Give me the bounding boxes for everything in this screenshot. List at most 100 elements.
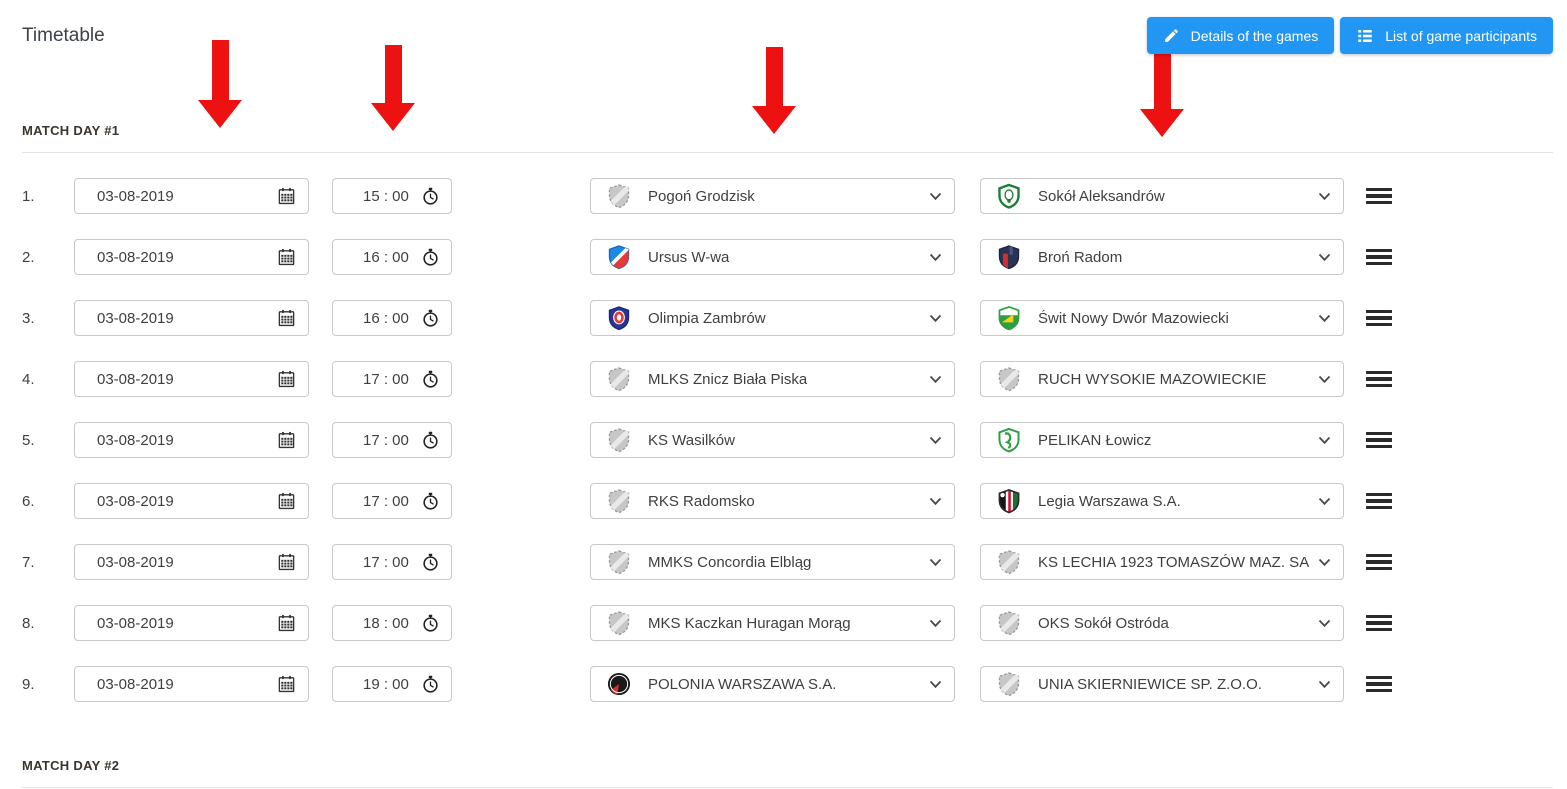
calendar-icon[interactable] bbox=[277, 492, 296, 511]
calendar-icon[interactable] bbox=[277, 614, 296, 633]
chevron-down-icon bbox=[1310, 680, 1331, 689]
away-team-select[interactable]: Świt Nowy Dwór Mazowiecki bbox=[980, 300, 1344, 336]
away-team-select[interactable]: OKS Sokół Ostróda bbox=[980, 605, 1344, 641]
clock-icon[interactable] bbox=[421, 370, 440, 389]
chevron-down-icon bbox=[921, 558, 942, 567]
clock-icon[interactable] bbox=[421, 614, 440, 633]
club-crest-icon bbox=[996, 244, 1022, 270]
home-team-select[interactable]: POLONIA WARSZAWA S.A. bbox=[590, 666, 955, 702]
time-value: 16 : 00 bbox=[363, 248, 409, 266]
away-team-select[interactable]: Broń Radom bbox=[980, 239, 1344, 275]
clock-icon[interactable] bbox=[421, 248, 440, 267]
match-number: 9. bbox=[22, 675, 35, 693]
club-crest-icon bbox=[606, 488, 632, 514]
time-input[interactable]: 16 : 00 bbox=[332, 300, 452, 336]
pencil-icon bbox=[1163, 27, 1180, 44]
clock-icon[interactable] bbox=[421, 431, 440, 450]
home-team-select[interactable]: MMKS Concordia Elbląg bbox=[590, 544, 955, 580]
date-input[interactable]: 03-08-2019 bbox=[74, 666, 309, 702]
time-value: 16 : 00 bbox=[363, 309, 409, 327]
drag-handle-icon[interactable] bbox=[1366, 249, 1392, 265]
team-name: MMKS Concordia Elbląg bbox=[648, 553, 812, 571]
date-input[interactable]: 03-08-2019 bbox=[74, 178, 309, 214]
list-of-participants-label: List of game participants bbox=[1385, 27, 1537, 44]
date-value: 03-08-2019 bbox=[97, 553, 174, 571]
team-name: UNIA SKIERNIEWICE SP. Z.O.O. bbox=[1038, 675, 1262, 693]
date-input[interactable]: 03-08-2019 bbox=[74, 483, 309, 519]
away-team-select[interactable]: KS LECHIA 1923 TOMASZÓW MAZ. SA bbox=[980, 544, 1344, 580]
away-team-select[interactable]: PELIKAN Łowicz bbox=[980, 422, 1344, 458]
drag-handle-icon[interactable] bbox=[1366, 493, 1392, 509]
date-value: 03-08-2019 bbox=[97, 492, 174, 510]
match-number: 4. bbox=[22, 370, 35, 388]
home-team-select[interactable]: Ursus W-wa bbox=[590, 239, 955, 275]
away-team-select[interactable]: Sokół Aleksandrów bbox=[980, 178, 1344, 214]
time-value: 18 : 00 bbox=[363, 614, 409, 632]
date-input[interactable]: 03-08-2019 bbox=[74, 544, 309, 580]
time-input[interactable]: 17 : 00 bbox=[332, 361, 452, 397]
club-crest-icon bbox=[996, 366, 1022, 392]
date-input[interactable]: 03-08-2019 bbox=[74, 239, 309, 275]
time-input[interactable]: 17 : 00 bbox=[332, 422, 452, 458]
team-name: Pogoń Grodzisk bbox=[648, 187, 755, 205]
list-of-participants-button[interactable]: List of game participants bbox=[1340, 17, 1553, 54]
calendar-icon[interactable] bbox=[277, 431, 296, 450]
date-input[interactable]: 03-08-2019 bbox=[74, 361, 309, 397]
chevron-down-icon bbox=[1310, 497, 1331, 506]
team-name: Ursus W-wa bbox=[648, 248, 730, 266]
home-team-select[interactable]: Pogoń Grodzisk bbox=[590, 178, 955, 214]
date-value: 03-08-2019 bbox=[97, 248, 174, 266]
club-crest-icon bbox=[996, 183, 1022, 209]
home-team-select[interactable]: RKS Radomsko bbox=[590, 483, 955, 519]
clock-icon[interactable] bbox=[421, 675, 440, 694]
away-team-select[interactable]: RUCH WYSOKIE MAZOWIECKIE bbox=[980, 361, 1344, 397]
drag-handle-icon[interactable] bbox=[1366, 554, 1392, 570]
calendar-icon[interactable] bbox=[277, 248, 296, 267]
club-crest-icon bbox=[606, 183, 632, 209]
time-value: 17 : 00 bbox=[363, 492, 409, 510]
time-input[interactable]: 17 : 00 bbox=[332, 483, 452, 519]
club-crest-icon bbox=[996, 549, 1022, 575]
calendar-icon[interactable] bbox=[277, 309, 296, 328]
clock-icon[interactable] bbox=[421, 553, 440, 572]
clock-icon[interactable] bbox=[421, 492, 440, 511]
details-of-games-button[interactable]: Details of the games bbox=[1146, 17, 1335, 54]
away-team-select[interactable]: UNIA SKIERNIEWICE SP. Z.O.O. bbox=[980, 666, 1344, 702]
match-number: 3. bbox=[22, 309, 35, 327]
clock-icon[interactable] bbox=[421, 309, 440, 328]
time-input[interactable]: 17 : 00 bbox=[332, 544, 452, 580]
home-team-select[interactable]: MLKS Znicz Biała Piska bbox=[590, 361, 955, 397]
calendar-icon[interactable] bbox=[277, 675, 296, 694]
drag-handle-icon[interactable] bbox=[1366, 615, 1392, 631]
drag-handle-icon[interactable] bbox=[1366, 676, 1392, 692]
calendar-icon[interactable] bbox=[277, 553, 296, 572]
home-team-select[interactable]: KS Wasilków bbox=[590, 422, 955, 458]
clock-icon[interactable] bbox=[421, 187, 440, 206]
home-team-select[interactable]: MKS Kaczkan Huragan Morąg bbox=[590, 605, 955, 641]
time-input[interactable]: 15 : 00 bbox=[332, 178, 452, 214]
drag-handle-icon[interactable] bbox=[1366, 371, 1392, 387]
drag-handle-icon[interactable] bbox=[1366, 188, 1392, 204]
date-input[interactable]: 03-08-2019 bbox=[74, 605, 309, 641]
club-crest-icon bbox=[996, 671, 1022, 697]
calendar-icon[interactable] bbox=[277, 187, 296, 206]
drag-handle-icon[interactable] bbox=[1366, 432, 1392, 448]
time-input[interactable]: 18 : 00 bbox=[332, 605, 452, 641]
time-input[interactable]: 19 : 00 bbox=[332, 666, 452, 702]
date-value: 03-08-2019 bbox=[97, 187, 174, 205]
club-crest-icon bbox=[606, 366, 632, 392]
home-team-select[interactable]: Olimpia Zambrów bbox=[590, 300, 955, 336]
drag-handle-icon[interactable] bbox=[1366, 310, 1392, 326]
team-name: RUCH WYSOKIE MAZOWIECKIE bbox=[1038, 370, 1267, 388]
away-team-select[interactable]: Legia Warszawa S.A. bbox=[980, 483, 1344, 519]
calendar-icon[interactable] bbox=[277, 370, 296, 389]
chevron-down-icon bbox=[921, 375, 942, 384]
time-input[interactable]: 16 : 00 bbox=[332, 239, 452, 275]
date-input[interactable]: 03-08-2019 bbox=[74, 422, 309, 458]
date-input[interactable]: 03-08-2019 bbox=[74, 300, 309, 336]
team-name: Broń Radom bbox=[1038, 248, 1123, 266]
club-crest-icon bbox=[606, 671, 632, 697]
